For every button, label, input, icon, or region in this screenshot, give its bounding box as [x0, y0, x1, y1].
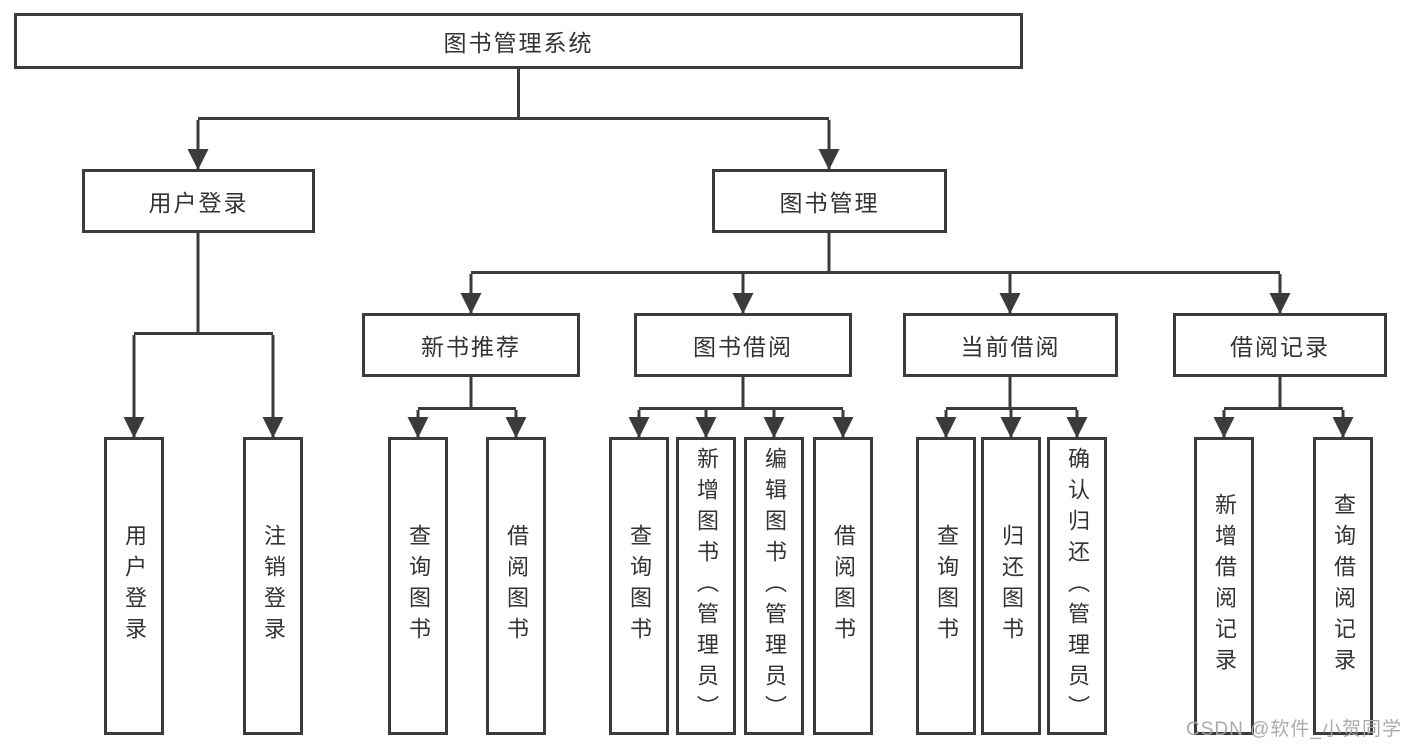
node-label: 查询图书 — [934, 524, 959, 648]
leaf-logout: 注销登录 — [243, 437, 303, 735]
node-label: 图书借阅 — [693, 334, 793, 360]
node-book-management: 图书管理 — [712, 169, 947, 233]
node-label: 新书推荐 — [421, 334, 521, 360]
connector-user-login-trunk — [134, 233, 273, 335]
node-label: 确认归还（管理员） — [1065, 446, 1090, 726]
node-label: 注销登录 — [261, 524, 286, 648]
leaf-add-borrow-record: 新增借阅记录 — [1194, 437, 1254, 735]
leaf-search-book-recommend: 查询图书 — [388, 437, 448, 735]
node-label: 图书管理系统 — [443, 30, 594, 56]
leaf-borrow-book-recommend: 借阅图书 — [486, 437, 546, 735]
connector-book-management-trunk — [471, 233, 1280, 274]
connector-current-borrow-trunk — [946, 377, 1077, 410]
node-borrowing-records: 借阅记录 — [1173, 313, 1387, 377]
leaf-search-borrow-record: 查询借阅记录 — [1313, 437, 1373, 735]
node-new-book-recommendation: 新书推荐 — [362, 313, 580, 377]
connector-borrow-records-trunk — [1224, 377, 1343, 410]
leaf-borrow-book-borrowing: 借阅图书 — [813, 437, 873, 735]
node-label: 查询借阅记录 — [1331, 493, 1356, 679]
leaf-edit-book-admin: 编辑图书（管理员） — [744, 437, 804, 735]
node-label: 借阅图书 — [831, 524, 856, 648]
connector-book-borrow-trunk — [639, 377, 843, 410]
node-label: 新增借阅记录 — [1212, 493, 1237, 679]
node-label: 归还图书 — [999, 524, 1024, 648]
connector-new-book-trunk — [418, 377, 516, 410]
node-current-borrowing: 当前借阅 — [903, 313, 1118, 377]
leaf-search-book-borrowing: 查询图书 — [609, 437, 669, 735]
node-user-login: 用户登录 — [82, 169, 315, 233]
node-label: 新增图书（管理员） — [694, 446, 719, 726]
leaf-search-book-current: 查询图书 — [916, 437, 976, 735]
node-label: 查询图书 — [627, 524, 652, 648]
node-library-management-system: 图书管理系统 — [14, 13, 1023, 69]
leaf-add-book-admin: 新增图书（管理员） — [676, 437, 736, 735]
node-label: 借阅图书 — [504, 524, 529, 648]
node-label: 图书管理 — [779, 190, 880, 216]
node-book-borrowing: 图书借阅 — [634, 313, 852, 377]
node-label: 编辑图书（管理员） — [762, 446, 787, 726]
node-label: 借阅记录 — [1230, 334, 1330, 360]
leaf-user-login: 用户登录 — [104, 437, 164, 735]
csdn-watermark: CSDN @软件_小贺同学 — [1186, 719, 1402, 740]
node-label: 用户登录 — [122, 524, 147, 648]
node-label: 当前借阅 — [960, 334, 1061, 360]
node-label: 用户登录 — [148, 190, 249, 216]
connector-root-trunk — [198, 69, 829, 120]
leaf-return-book: 归还图书 — [981, 437, 1041, 735]
node-label: 查询图书 — [406, 524, 431, 648]
leaf-confirm-return-admin: 确认归还（管理员） — [1047, 437, 1107, 735]
